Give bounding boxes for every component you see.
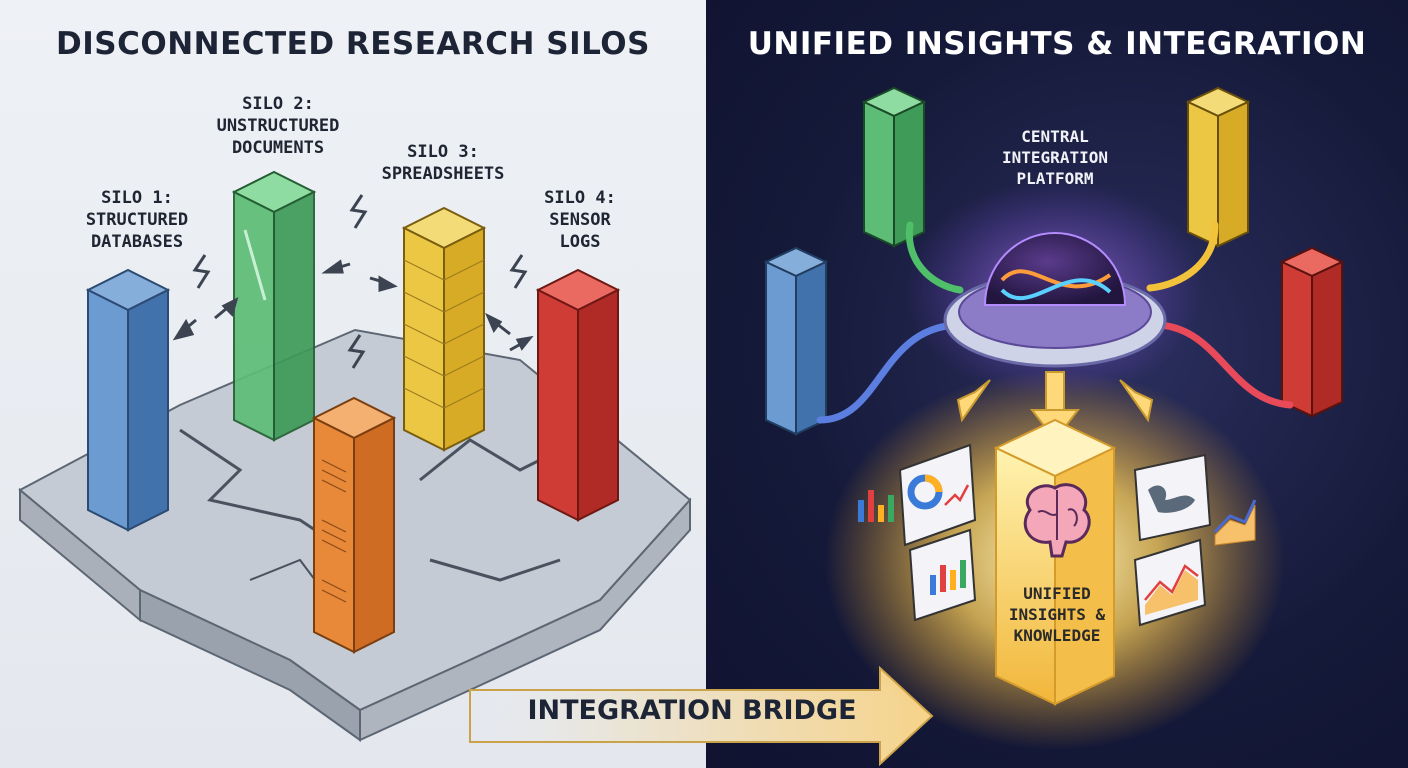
left-panel-title: DISCONNECTED RESEARCH SILOS <box>56 26 650 62</box>
right-red-pillar <box>1279 246 1345 418</box>
dashboard-card-donut <box>898 443 977 547</box>
right-blue-pillar <box>763 246 829 436</box>
knowledge-label: UNIFIED INSIGHTS & KNOWLEDGE <box>1008 584 1106 645</box>
right-yellow-pillar <box>1185 86 1251 248</box>
silo-3-label: SILO 3: SPREADSHEETS <box>381 142 505 184</box>
trend-chart-icon <box>1213 499 1257 546</box>
dashboard-card-line <box>1133 538 1207 627</box>
silo-2-label: SILO 2: UNSTRUCTURED DOCUMENTS <box>216 94 340 158</box>
central-platform-label: CENTRAL INTEGRATION PLATFORM <box>1002 127 1108 188</box>
central-platform <box>943 232 1167 368</box>
silo-1-pillar <box>85 268 171 532</box>
silo-2-pillar <box>231 170 317 442</box>
right-panel-title: UNIFIED INSIGHTS & INTEGRATION <box>747 26 1367 62</box>
silo-3-pillar <box>401 206 487 452</box>
disconnect-arrows-icon <box>172 259 534 352</box>
orange-silo-pillar <box>311 396 397 654</box>
silo-1-label: SILO 1: STRUCTURED DATABASES <box>85 188 189 252</box>
dashboard-card-map <box>1133 453 1212 542</box>
data-cables <box>816 221 1294 424</box>
knowledge-pillar <box>993 418 1117 706</box>
silo-4-label: SILO 4: SENSOR LOGS <box>544 188 616 252</box>
right-green-pillar <box>861 86 927 248</box>
chart-bars-icon <box>858 490 894 522</box>
integration-bridge-label: INTEGRATION BRIDGE <box>527 695 857 726</box>
lightning-icon <box>192 194 528 369</box>
dashboard-card-bars <box>908 528 977 622</box>
silo-4-pillar <box>535 268 621 522</box>
integration-bridge-arrow <box>469 665 934 767</box>
brain-icon <box>1023 483 1091 558</box>
